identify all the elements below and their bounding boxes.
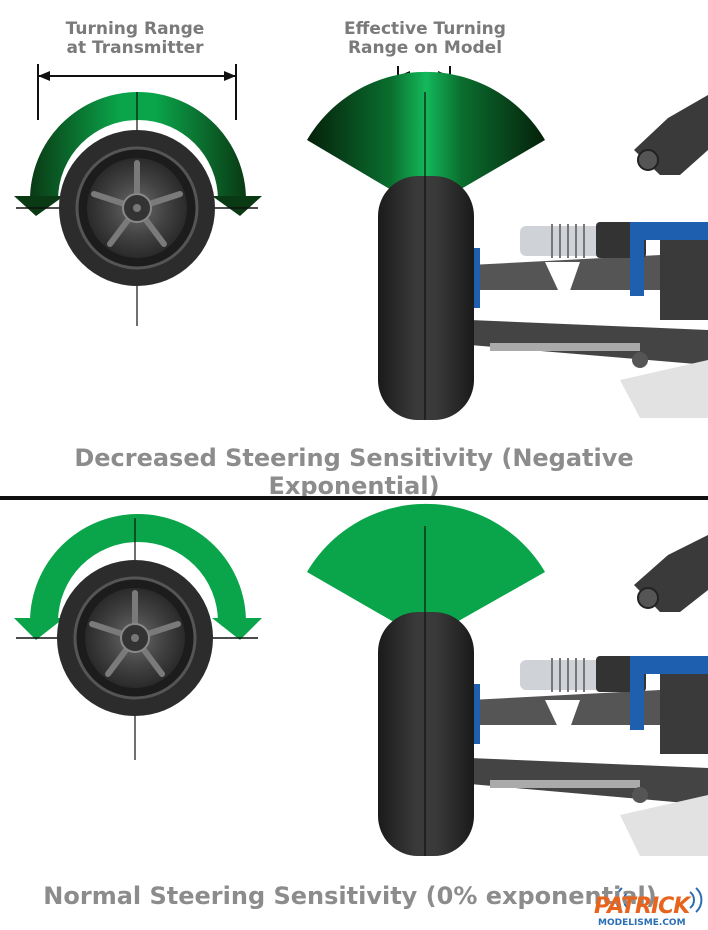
effective-range-wedge-bottom <box>307 503 545 640</box>
transmitter-range-label-line1: Turning Range <box>65 19 205 39</box>
model-range-label: Effective Turning Range on Model <box>335 20 515 58</box>
transmitter-arc-top <box>14 92 262 216</box>
chassis-bottom <box>470 535 708 856</box>
tire-front-bottom <box>378 612 474 856</box>
panel-divider <box>0 496 708 500</box>
transmitter-range-bracket <box>37 64 237 120</box>
wheel-side-top <box>59 130 215 286</box>
arc-arrowhead-right-bottom <box>212 618 262 640</box>
signal-waves-icon <box>615 887 703 913</box>
arc-arrowhead-left-bottom <box>14 618 64 640</box>
arc-arrowhead-left <box>14 196 64 216</box>
caption-bottom: Normal Steering Sensitivity (0% exponent… <box>43 882 657 910</box>
transmitter-arc-bottom <box>14 514 262 640</box>
chassis-top <box>470 95 708 418</box>
model-range-label-line2: Range on Model <box>347 38 503 58</box>
transmitter-range-label: Turning Range at Transmitter <box>50 20 220 58</box>
logo-main-text: PATRICK <box>594 894 690 919</box>
caption-top: Decreased Steering Sensitivity (Negative… <box>74 444 634 500</box>
effective-range-wedge-top <box>307 71 545 211</box>
logo: PATRICK MODELISME.COM <box>594 896 702 930</box>
arc-arrowhead-right <box>212 196 262 216</box>
tire-front-top <box>378 176 474 420</box>
wheel-side-bottom <box>57 560 213 716</box>
logo-sub-text: MODELISME.COM <box>598 918 686 928</box>
transmitter-range-label-line2: at Transmitter <box>66 38 204 58</box>
model-range-label-line1: Effective Turning <box>344 19 506 39</box>
